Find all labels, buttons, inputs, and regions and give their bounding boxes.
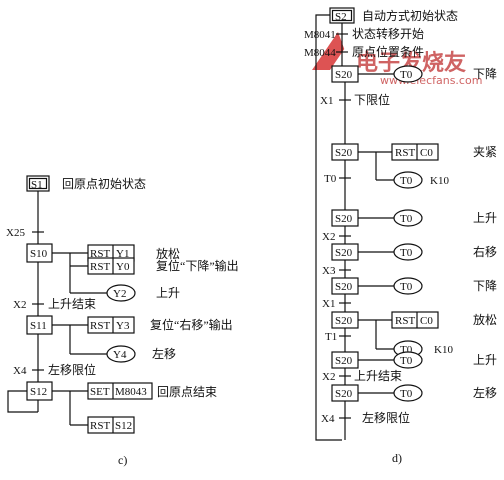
c-s10-coil-y2: [106, 284, 136, 302]
c-s12-op-2: RST: [90, 420, 110, 432]
c-s11-rst-y3: [87, 316, 135, 334]
d-step-2-rst-op: RST: [395, 147, 415, 159]
c-s10-label-3: 上升: [156, 286, 180, 300]
d-step-8-coil: [393, 384, 423, 402]
d-step-3-label: 上升: [473, 211, 497, 225]
c-s10-arg-1: Y1: [116, 248, 129, 260]
d-step-5-coil: [393, 277, 423, 295]
c-step-s10-id: S10: [30, 248, 48, 260]
diagram-d: S2 自动方式初始状态 M8041 状态转移开始 M8044 原点位置条件 S2…: [304, 7, 497, 465]
d-step-4-label: 右移: [473, 244, 497, 259]
c-s12-arg-2: S12: [115, 420, 132, 432]
d-step-1-id: S20: [335, 69, 353, 81]
d-step-2-timer-k: K10: [430, 175, 449, 187]
c-s10-label-2: 复位“下降”输出: [156, 258, 239, 273]
d-transition-x3: X3: [322, 265, 336, 277]
c-s10-op-1: RST: [90, 248, 110, 260]
d-caption: d): [392, 451, 402, 465]
d-transition-x1b: X1: [322, 298, 335, 310]
c-s10-coil-y2-text: Y2: [113, 288, 126, 300]
c-initial-step-inner: [28, 177, 48, 190]
d-step-3-coil: [393, 209, 423, 227]
d-contact-m8041: M8041: [304, 29, 336, 41]
d-transition-t1: T1: [325, 331, 337, 343]
diagram-c: S1 回原点初始状态 X25 S10 RST Y1 放松 RST Y0 复位“下…: [6, 175, 239, 467]
c-step-s11-id: S11: [30, 320, 47, 332]
c-s11-arg-1: Y3: [116, 320, 130, 332]
d-transition-x4-label: 左移限位: [362, 410, 410, 425]
c-s10-op-2: RST: [90, 261, 110, 273]
c-caption: c): [118, 453, 127, 467]
d-contact-m8041-label: 状态转移开始: [352, 26, 424, 41]
d-step-1-coil-text: T0: [400, 69, 413, 81]
d-step-7-label: 上升: [473, 353, 497, 367]
d-transition-t0: T0: [324, 173, 337, 185]
d-step-7-coil: [393, 351, 423, 369]
d-step-2-rst: [391, 143, 439, 161]
c-s10-rst-y0: [87, 257, 135, 275]
d-loop-line: [315, 14, 342, 441]
d-step-5-coil-text: T0: [400, 281, 413, 293]
d-step-6-rst-arg: C0: [420, 315, 433, 327]
d-step-1-label: 下降: [473, 67, 497, 81]
c-s11-coil-y4-text: Y4: [113, 349, 127, 361]
d-step-6-timer-k: K10: [434, 344, 453, 356]
d-step-3-coil-text: T0: [400, 213, 413, 225]
c-s12-op-1: SET: [90, 386, 110, 398]
d-transition-x1: X1: [320, 95, 333, 107]
d-step-3-id: S20: [335, 213, 353, 225]
c-s11-coil-y4: [106, 345, 136, 363]
c-s11-label-2: 左移: [152, 346, 176, 361]
d-contact-m8044: M8044: [304, 47, 336, 59]
c-s10-arg-2: Y0: [116, 261, 130, 273]
c-initial-step-id: S1: [31, 179, 43, 191]
d-step-1-coil: [393, 65, 423, 83]
c-s11-op-1: RST: [90, 320, 110, 332]
c-s10-label-1: 放松: [156, 246, 180, 261]
d-contact-m8044-label: 原点位置条件: [352, 44, 424, 59]
d-transition-x2b: X2: [322, 371, 335, 383]
d-transition-x2: X2: [322, 231, 335, 243]
d-transition-x2b-label: 上升结束: [354, 369, 402, 383]
c-initial-step-label: 回原点初始状态: [62, 177, 146, 191]
d-step-2-id: S20: [335, 147, 353, 159]
d-step-6-id: S20: [335, 315, 353, 327]
d-initial-step-inner: [331, 9, 353, 22]
d-step-4-coil: [393, 243, 423, 261]
d-initial-step-label: 自动方式初始状态: [362, 8, 458, 23]
c-s11-label-1: 复位“右移”输出: [150, 317, 233, 332]
d-initial-step-id: S2: [335, 11, 347, 23]
d-step-4-coil-text: T0: [400, 247, 413, 259]
d-transition-x1-label: 下限位: [354, 92, 390, 107]
d-step-8-label: 左移: [473, 385, 497, 400]
c-transition-x4: X4: [13, 365, 27, 377]
d-step-7-coil-text: T0: [400, 355, 413, 367]
d-step-8-id: S20: [335, 388, 353, 400]
d-step-6-label: 放松: [473, 312, 497, 327]
c-s12-set-m8043: [87, 382, 153, 400]
d-step-6-rst: [391, 311, 439, 329]
d-step-6-rst-op: RST: [395, 315, 415, 327]
c-transition-x2: X2: [13, 299, 26, 311]
d-step-5-id: S20: [335, 281, 353, 293]
d-step-2-rst-arg: C0: [420, 147, 433, 159]
d-step-2-timer-coil: T0: [400, 175, 413, 187]
d-step-5-label: 下降: [473, 279, 497, 293]
c-transition-x25: X25: [6, 227, 25, 239]
c-s12-arg-1: M8043: [115, 386, 147, 398]
c-step-s12-id: S12: [30, 386, 47, 398]
d-step-2-timer: [393, 171, 423, 189]
d-step-8-coil-text: T0: [400, 388, 413, 400]
c-transition-x2-label: 上升结束: [48, 297, 96, 311]
d-step-2-label: 夹紧: [473, 145, 497, 159]
c-s12-rst-s12: [87, 416, 135, 434]
c-s12-label-1: 回原点结束: [157, 385, 217, 399]
d-transition-x4: X4: [321, 413, 335, 425]
d-step-4-id: S20: [335, 247, 353, 259]
c-transition-x4-label: 左移限位: [48, 362, 96, 377]
d-step-7-id: S20: [335, 355, 353, 367]
